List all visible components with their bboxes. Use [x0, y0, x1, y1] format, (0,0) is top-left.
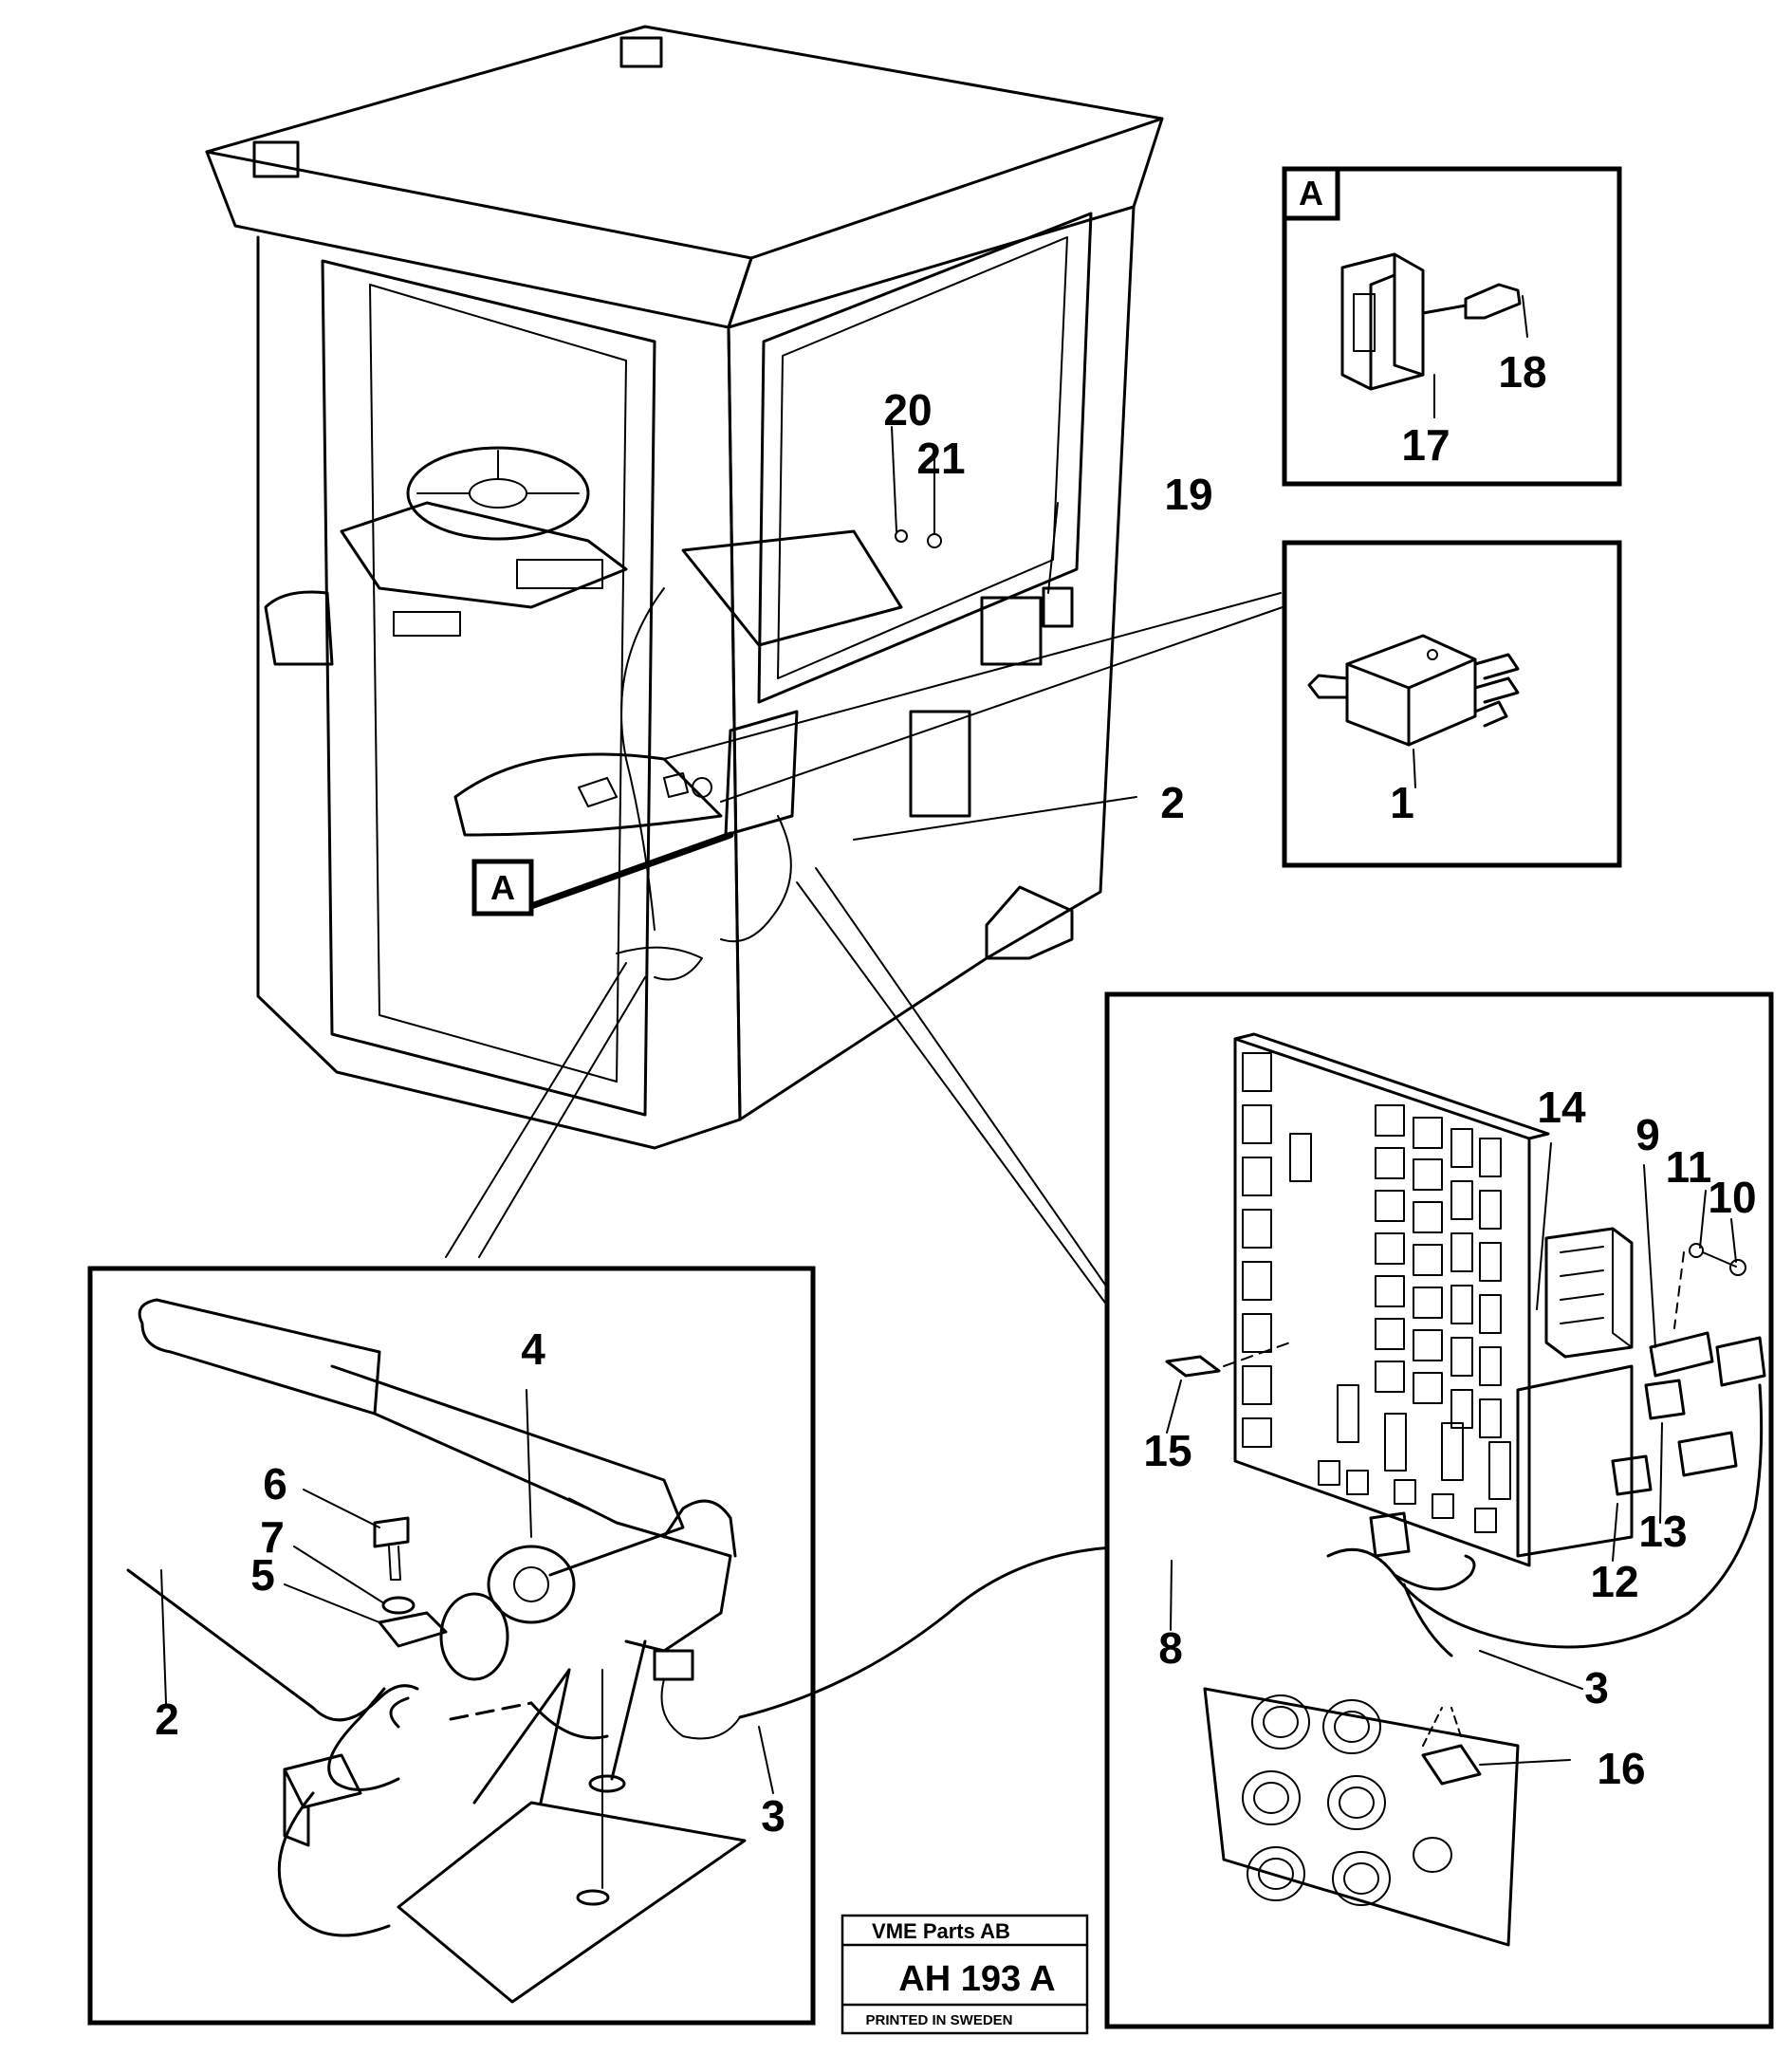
leader-cab-to-switch — [663, 592, 1282, 760]
callout-1: 1 — [1390, 778, 1414, 827]
callout-6: 6 — [263, 1459, 287, 1509]
callout-19: 19 — [1164, 470, 1212, 519]
detail-a-tag — [1282, 166, 1340, 221]
title-block: VME Parts AB AH 193 A PRINTED IN SWEDEN — [841, 1914, 1089, 2035]
parking-brake-panel — [87, 1266, 1330, 2026]
relay-board-panel — [1104, 991, 1774, 2029]
leader-cab-to-switch-2 — [720, 606, 1284, 803]
cab-detail-a-marker: A — [471, 859, 534, 916]
callout-12: 12 — [1590, 1557, 1638, 1606]
cab-a-label: A — [490, 868, 515, 907]
callout-7: 7 — [260, 1512, 285, 1562]
callout-10: 10 — [1708, 1173, 1756, 1222]
callout-17: 17 — [1401, 420, 1450, 470]
callout-labels: 1 2 2 3 3 4 5 6 7 8 9 10 11 12 13 14 15 … — [155, 347, 1756, 1841]
leader-cab-to-brake-2 — [478, 976, 646, 1258]
callout-21: 21 — [916, 434, 965, 483]
callout-9: 9 — [1635, 1110, 1660, 1159]
cab-illustration — [205, 25, 1164, 1150]
callout-4: 4 — [521, 1324, 545, 1374]
callout-16: 16 — [1597, 1744, 1645, 1793]
callout-13: 13 — [1638, 1507, 1687, 1556]
leader-cab-to-brake — [445, 962, 627, 1258]
callout-3-board: 3 — [1584, 1663, 1609, 1712]
printed-in-label: PRINTED IN SWEDEN — [865, 2012, 1012, 2028]
leader-cab-to-fusebox-2 — [815, 867, 1130, 1320]
detail-a-panel — [1282, 166, 1622, 487]
callout-8: 8 — [1158, 1623, 1183, 1673]
callout-18: 18 — [1498, 347, 1546, 397]
callout-3-brake: 3 — [761, 1791, 785, 1841]
leader-cab-to-fusebox — [796, 881, 1111, 1310]
detail-switch-panel — [1282, 540, 1622, 868]
callout-20: 20 — [883, 385, 932, 435]
callout-2-cab: 2 — [1160, 778, 1185, 827]
callout-14: 14 — [1537, 1083, 1586, 1132]
callout-5: 5 — [250, 1550, 275, 1600]
callout-11: 11 — [1666, 1142, 1712, 1192]
company-name: VME Parts AB — [872, 1919, 1010, 1943]
drawing-code: AH 193 A — [898, 1959, 1055, 1999]
detail-a-label: A — [1299, 174, 1323, 213]
callout-15: 15 — [1143, 1426, 1192, 1475]
callout-2-brake: 2 — [155, 1694, 179, 1744]
